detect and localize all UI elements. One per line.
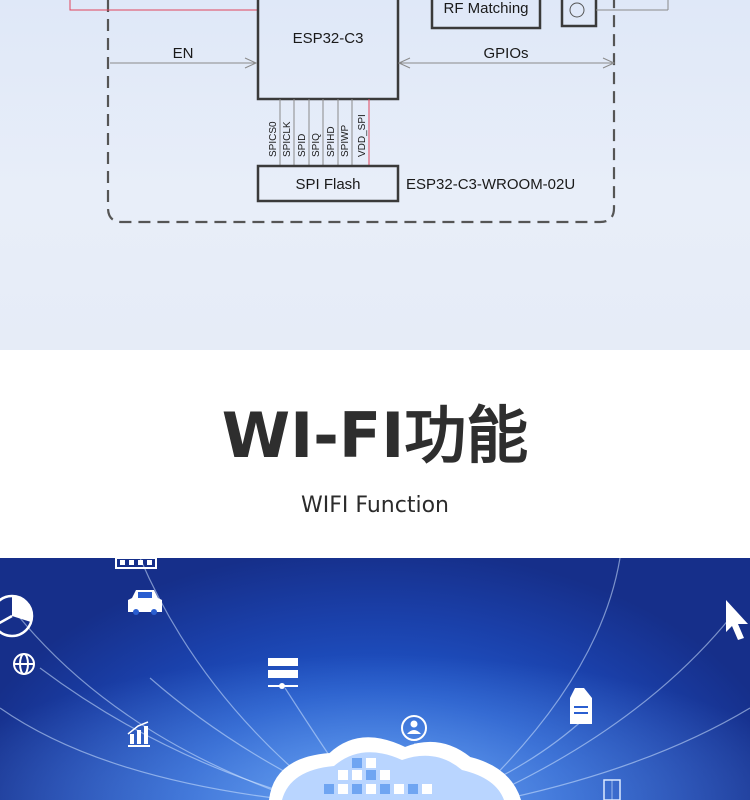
spi-pin-label: SPICLK [282,121,293,157]
module-outline [106,0,616,224]
spi-pin-labels: SPICS0 SPICLK SPID SPIQ SPIHD SPIWP VDD_… [268,114,368,157]
spi-pin-label: SPIQ [311,133,322,157]
globe-icon [13,653,35,675]
cloud-icon [268,737,522,800]
power-line-top [69,0,258,11]
wifi-cloud-illustration [0,558,750,800]
section-subtitle: WIFI Function [301,493,449,518]
connection-line [469,558,621,800]
module-name-label: ESP32-C3-WROOM-02U [406,176,575,193]
connection-line [479,617,731,800]
block-diagram-svg: ESP32-C3 RF Matching EN GPIOs SP [69,0,669,224]
cloud-illustration-svg [0,558,750,800]
car-icon [128,590,162,615]
spi-pin-label: SPICS0 [268,121,279,157]
spi-bus [279,99,370,166]
cursor-icon [726,600,748,640]
section-title: WI-FI功能 [221,399,529,472]
user-icon [401,715,427,741]
wifi-function-header: WI-FI功能 WIFI Function [0,350,750,558]
gpio-label: GPIOs [483,45,528,62]
antenna-connector-box [560,0,598,28]
gpio-arrowhead-right [602,57,616,69]
grid-icon [115,558,157,569]
chip-label: ESP32-C3 [293,30,364,47]
gpio-arrowhead-left [397,57,411,69]
rf-matching-box [430,0,542,30]
antenna-connector-icon [569,2,585,18]
connection-line [499,707,750,800]
spi-pin-label: SPIWP [340,124,351,157]
spi-flash-box [256,164,400,203]
server-icon [268,658,298,689]
spi-pin-label: SPID [297,134,308,157]
connection-line [0,707,291,800]
block-diagram: ESP32-C3 RF Matching EN GPIOs SP [0,0,750,350]
bar-chart-icon [127,721,150,747]
rf-matching-label: RF Matching [443,0,528,17]
document-icon [570,688,592,724]
spi-flash-label: SPI Flash [295,176,360,193]
en-arrowhead [244,57,258,69]
spi-pin-label: VDD_SPI [357,114,368,157]
en-label: EN [173,45,194,62]
chip-box [256,0,400,101]
spi-pin-label: SPIHD [326,126,337,157]
pie-chart-icon [0,594,34,638]
cloud-pixel-grid [324,758,432,794]
device-outline [603,779,621,800]
